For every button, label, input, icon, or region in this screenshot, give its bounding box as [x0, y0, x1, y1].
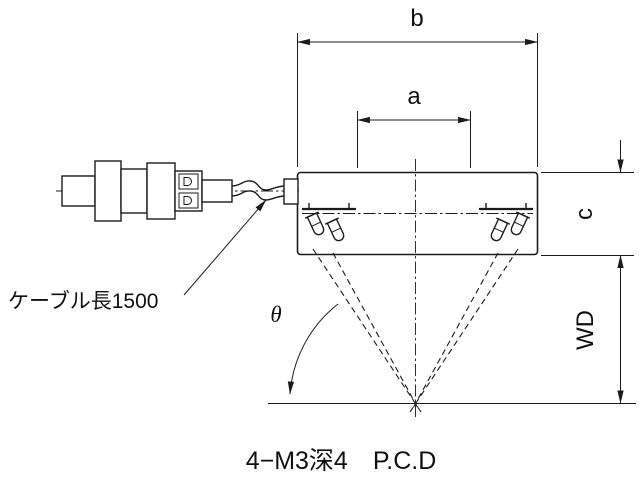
dimension-wd: WD	[541, 254, 634, 404]
beam-right-inner	[411, 252, 499, 411]
cable-bottom-edge	[231, 190, 286, 201]
cable-length-callout: ケーブル長1500	[8, 199, 267, 313]
connector-knurled-ring-front	[146, 162, 176, 220]
connector-boot	[61, 175, 96, 207]
theta-label: θ	[270, 302, 281, 327]
dimension-c: c	[541, 140, 634, 220]
dim-c-label: c	[571, 208, 598, 220]
mounting-note: 4−M3深4 P.C.D	[246, 447, 437, 475]
dim-a-label: a	[407, 83, 421, 110]
led-left-inner	[324, 217, 345, 242]
connector-shell	[120, 168, 148, 214]
cable-top-edge	[231, 180, 286, 191]
led-right-outer	[510, 211, 531, 236]
bayonet-slot-bottom	[178, 192, 199, 209]
led-left-outer	[304, 211, 325, 236]
dimension-b: b	[296, 5, 539, 167]
cable-connector	[56, 160, 300, 222]
bayonet-slot-top-notch	[183, 177, 192, 186]
cable-length-leader	[183, 199, 267, 296]
beam-left-inner	[332, 252, 420, 411]
angle-theta: θ	[270, 302, 339, 395]
dim-b-label: b	[410, 5, 423, 32]
cable-entry-block	[283, 178, 299, 205]
bayonet-slot-bottom-notch	[183, 196, 192, 205]
cable-length-label: ケーブル長1500	[8, 290, 158, 313]
dim-wd-label: WD	[572, 310, 599, 350]
body-outline	[296, 171, 539, 256]
beam-left-outer	[312, 248, 422, 413]
beam-lines	[312, 248, 519, 413]
bayonet-slot-top	[178, 173, 199, 190]
theta-arc	[287, 303, 339, 395]
connector-knurled-ring-rear	[94, 160, 122, 222]
beam-right-outer	[409, 248, 519, 413]
sensor-body	[296, 159, 539, 418]
connector-front-shaft	[201, 179, 233, 203]
led-right-inner	[490, 217, 511, 242]
